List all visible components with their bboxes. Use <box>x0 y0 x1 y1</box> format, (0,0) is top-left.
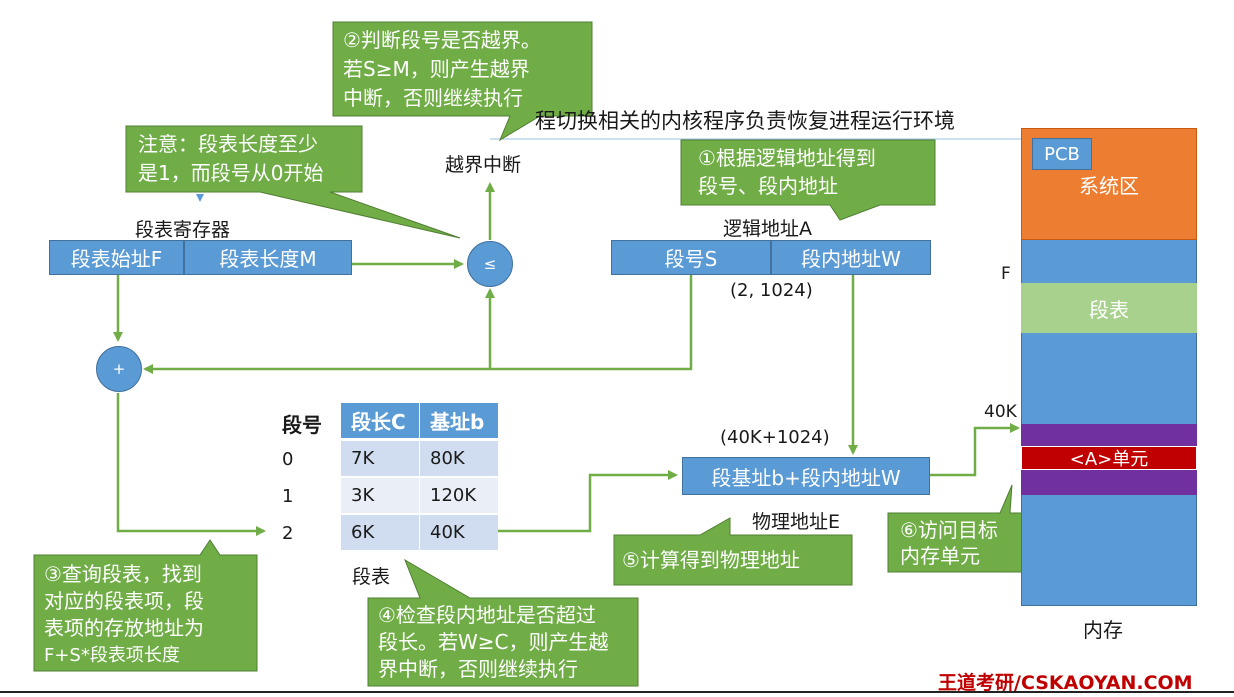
callout-note: 注意：段表长度至少 是1，而段号从0开始 <box>138 132 324 185</box>
callout-bubble-step3 <box>33 539 258 672</box>
physical-address-title: 物理地址E <box>752 511 841 533</box>
segment-table-header-base: 基址b <box>420 403 498 438</box>
segment-row-0-length: 7K <box>341 441 419 476</box>
segment-row-2-base: 40K <box>420 515 498 550</box>
segment-number-cell: 段号S <box>611 240 771 275</box>
segment-row-1-length: 3K <box>341 478 419 513</box>
segment-register-title: 段表寄存器 <box>135 219 231 241</box>
callout-step6: ⑥访问目标 内存单元 <box>900 518 998 568</box>
add-node: + <box>96 346 142 392</box>
segment-table-header-length: 段长C <box>341 403 419 438</box>
segment-offset-cell: 段内地址W <box>771 240 931 275</box>
memory-f-marker: F <box>1001 264 1011 284</box>
memory-40k-marker: 40K <box>984 402 1017 422</box>
segment-row-2-length: 6K <box>341 515 419 550</box>
callout-bubble-note <box>125 125 461 239</box>
callout-step5: ⑤计算得到物理地址 <box>622 548 800 572</box>
top-banner-text: 程切换相关的内核程序负责恢复进程运行环境 <box>535 109 955 133</box>
segment-row-1-base: 120K <box>420 478 498 513</box>
physical-address-example: (40K+1024) <box>720 427 830 448</box>
arrow-add-to-row2 <box>116 393 266 536</box>
callout-step1: ①根据逻辑地址得到 段号、段内地址 <box>698 146 876 198</box>
memory-caption: 内存 <box>1083 618 1123 642</box>
logical-address-title: 逻辑地址A <box>723 218 812 240</box>
callout-step4: ④检查段内地址是否超过 段长。若W≥C，则产生越 界中断，否则继续执行 <box>378 603 609 681</box>
logical-address-example: (2, 1024) <box>730 280 813 301</box>
segment-table-header-no: 段号 <box>282 413 322 437</box>
segment-table-start-cell: 段表始址F <box>49 240 184 275</box>
callout-step2: ②判断段号是否越界。 若S≥M，则产生越界 中断，否则继续执行 <box>343 28 541 110</box>
callout-bubble-step4 <box>367 558 639 687</box>
memory-segment-table: 段表 <box>1021 283 1197 333</box>
memory-pcb: PCB <box>1032 138 1092 170</box>
segment-table-caption: 段表 <box>352 566 391 588</box>
callout-bubble-step5 <box>613 517 853 586</box>
compare-node: ≤ <box>467 241 513 287</box>
callout-step3: ③查询段表，找到 对应的段表项，段 表项的存放地址为 F+S*段表项长度 <box>44 562 204 666</box>
segment-table-length-cell: 段表长度M <box>184 240 352 275</box>
callout-bubble-step1 <box>680 139 936 221</box>
overflow-interrupt-label: 越界中断 <box>445 154 522 176</box>
segment-row-0-base: 80K <box>420 441 498 476</box>
segment-row-1-no: 1 <box>282 486 294 507</box>
segment-row-0-no: 0 <box>282 449 294 470</box>
callout-bubble-step2 <box>332 21 593 142</box>
segment-row-2-no: 2 <box>282 523 294 544</box>
arrow-base-to-physical <box>498 470 678 533</box>
arrow-physical-to-memory <box>930 423 1020 477</box>
memory-target-unit: <A>单元 <box>1021 446 1197 470</box>
watermark: 王道考研/CSKAOYAN.COM <box>938 672 1193 694</box>
arrow-seg-to-add <box>143 275 693 374</box>
physical-address-box: 段基址b+段内地址W <box>682 457 930 495</box>
